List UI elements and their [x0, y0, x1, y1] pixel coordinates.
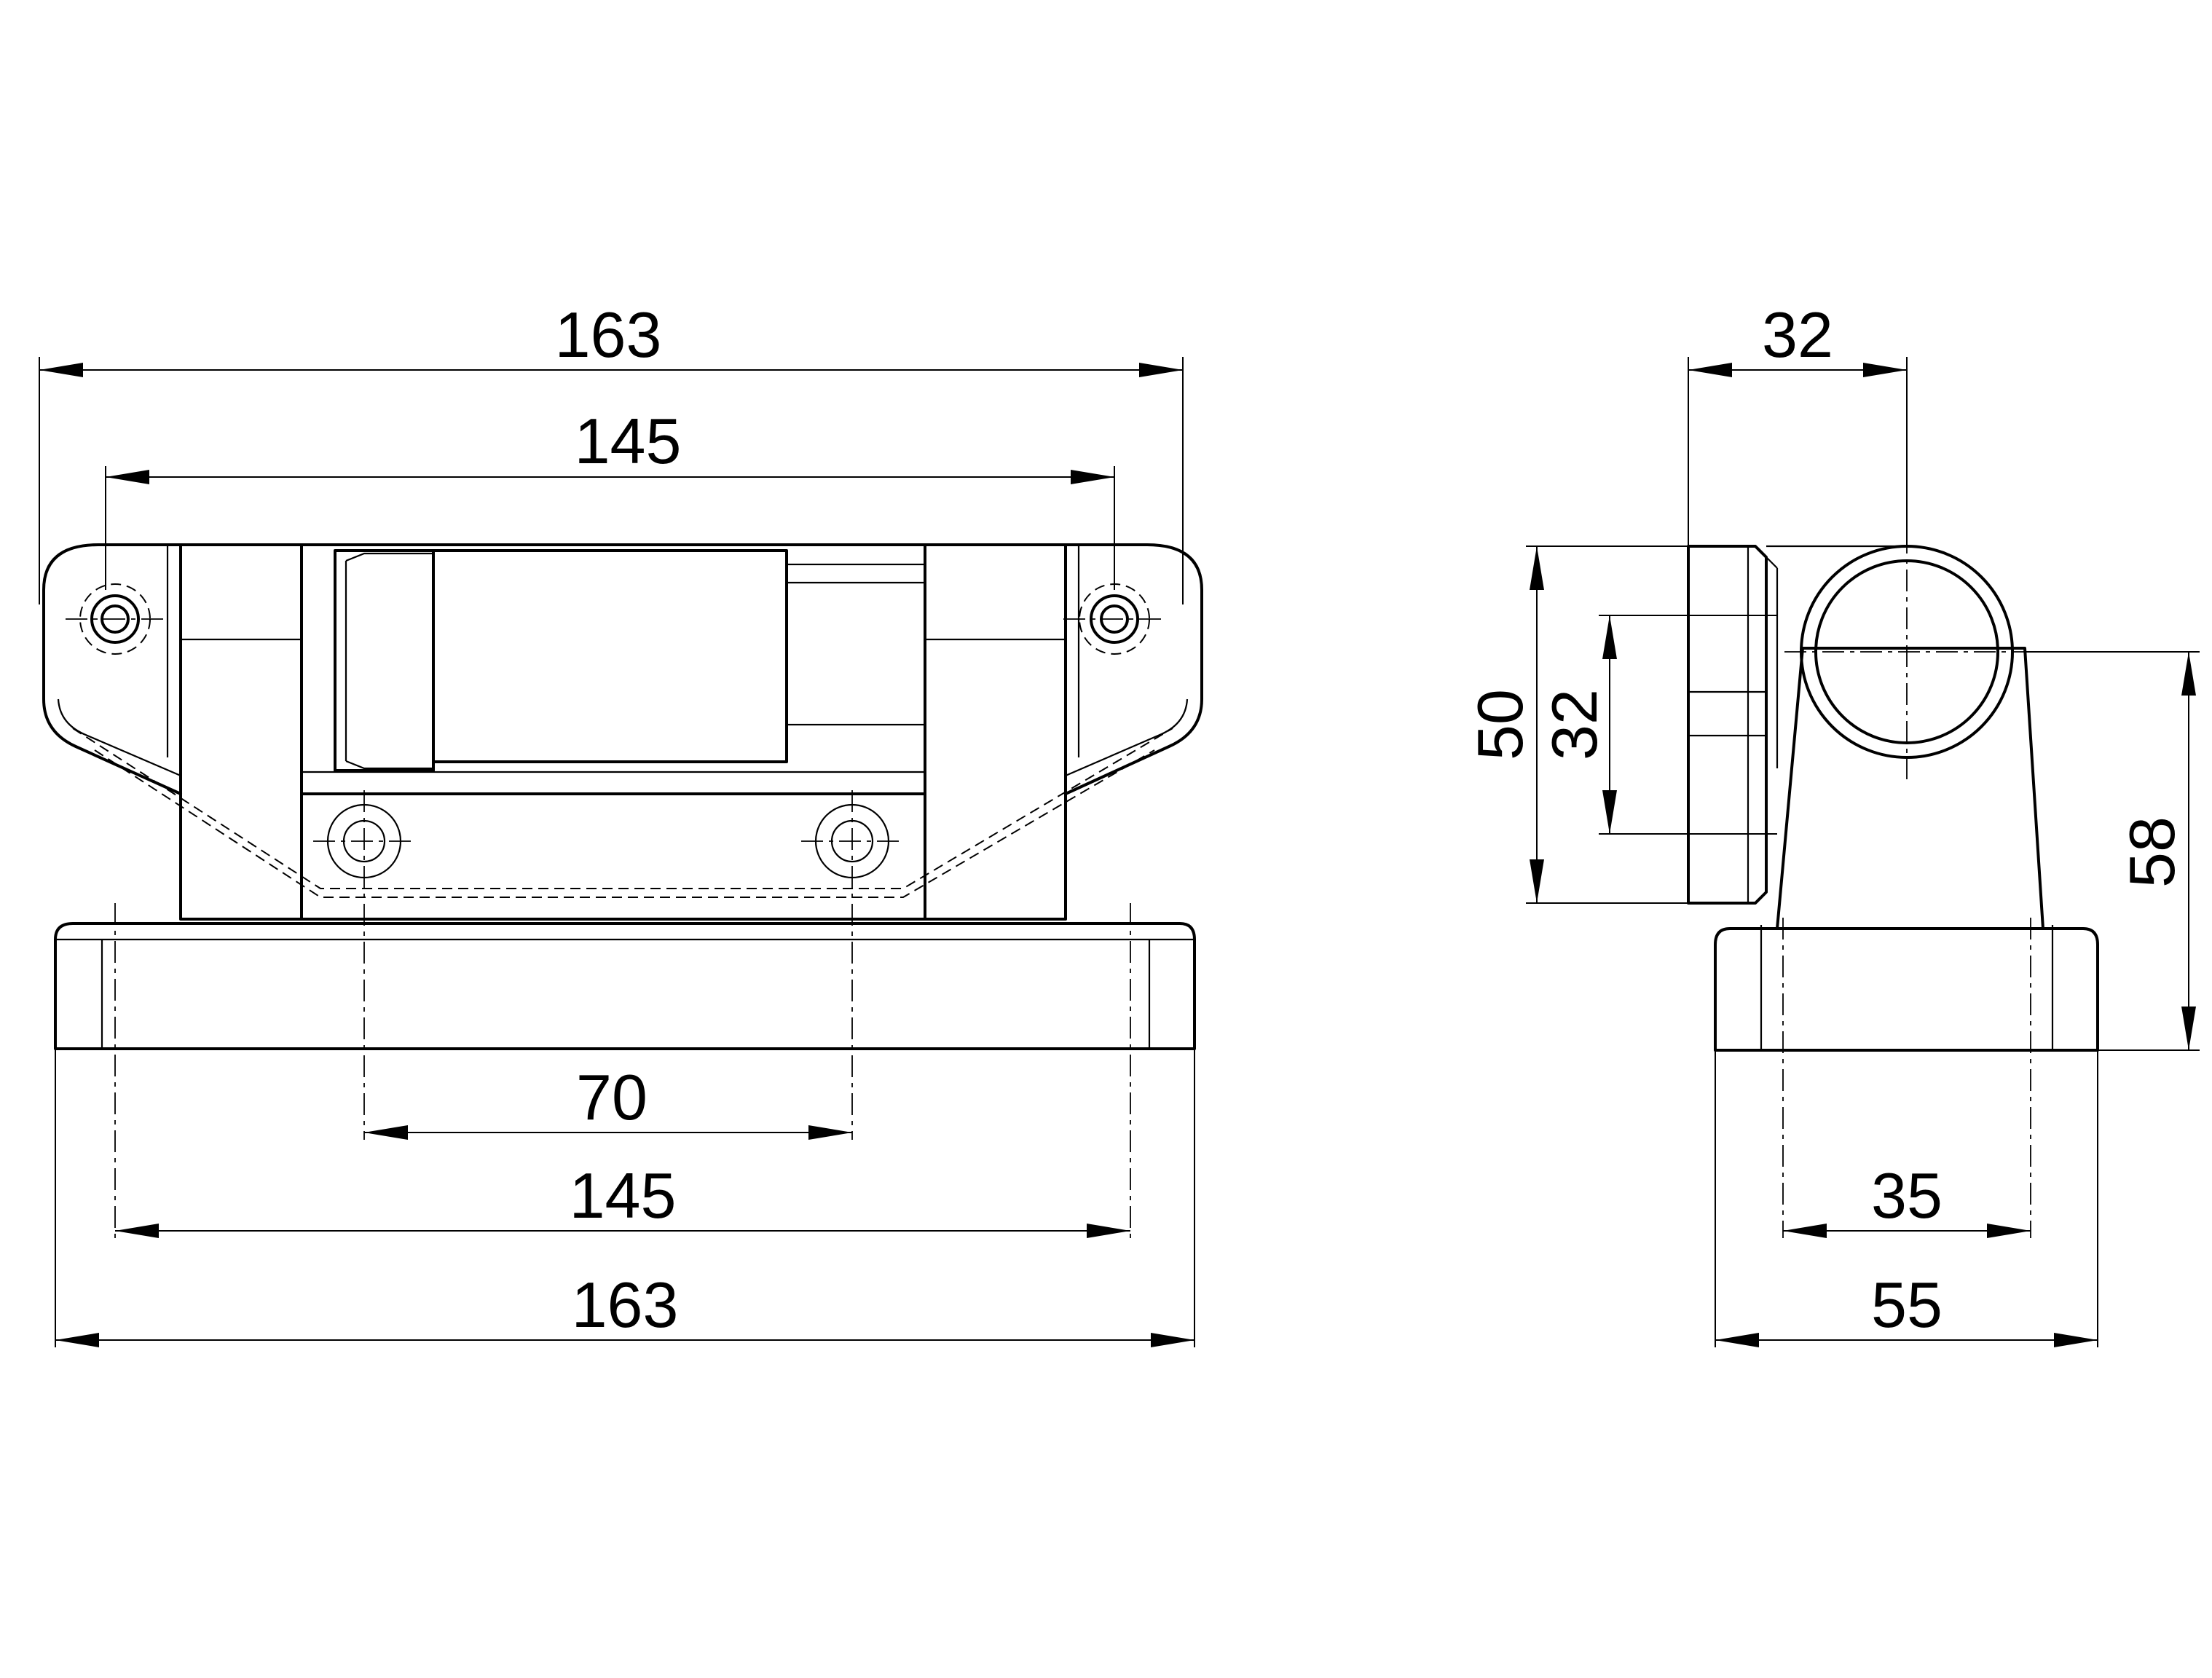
dim-side-base-width: 55: [1871, 1269, 1943, 1341]
dim-side-base-hole-spacing: 35: [1871, 1159, 1943, 1232]
front-view: 163 145 70 145 163: [39, 299, 1203, 1347]
dim-side-inner-height: 32: [1538, 689, 1610, 760]
dim-front-base-hole-spacing: 145: [570, 1159, 677, 1232]
dim-front-base-inner-spacing: 70: [576, 1061, 648, 1133]
dim-side-top-width: 32: [1762, 299, 1833, 371]
front-mounting-flange: [42, 543, 182, 795]
front-base-plate: [54, 922, 1196, 1050]
side-view: 32 50 32 58 35 55: [1464, 299, 2200, 1347]
front-locking-window: [300, 543, 926, 921]
front-top-hole-left: [90, 594, 140, 644]
front-housing: [179, 543, 1067, 921]
side-base: [1714, 927, 2099, 1052]
dim-front-base-width: 163: [572, 1269, 679, 1341]
dim-side-height: 50: [1464, 689, 1536, 760]
dim-front-top-hole-spacing: 145: [575, 405, 682, 477]
side-flange: [1687, 545, 1768, 905]
dim-side-total-height: 58: [2116, 816, 2188, 888]
dim-front-top-width: 163: [555, 299, 662, 371]
side-pedestal: [1776, 647, 2044, 930]
